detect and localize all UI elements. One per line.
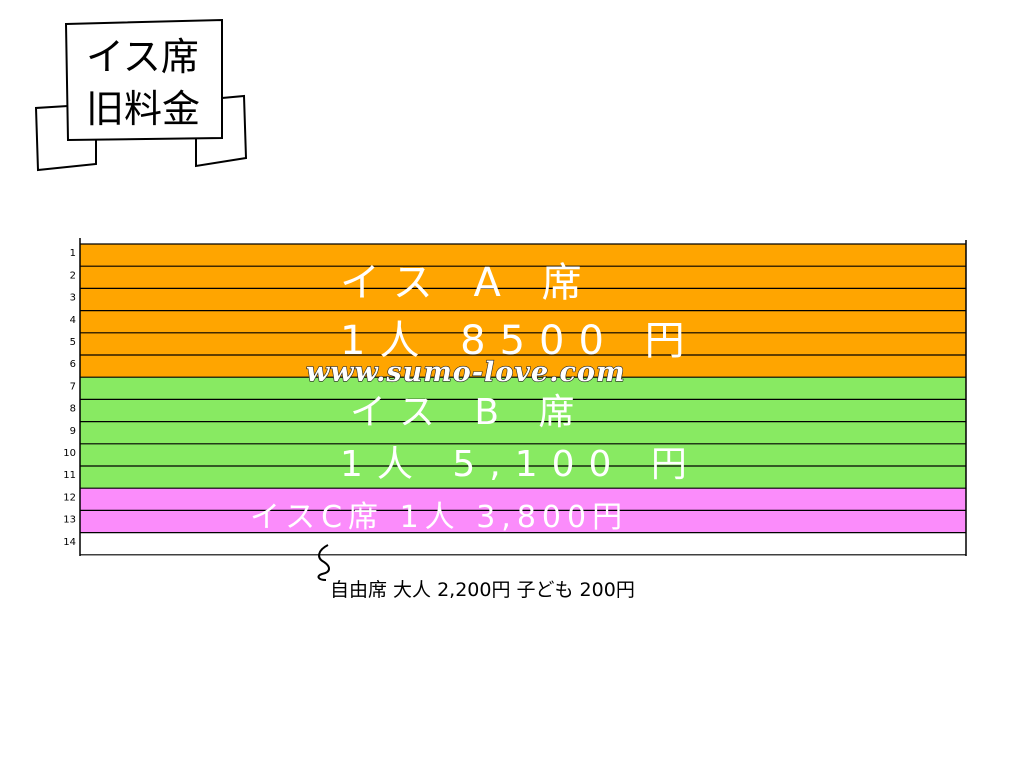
row-number: 13 — [63, 515, 76, 526]
section-a-name: イス A 席 — [340, 260, 596, 306]
row-number: 7 — [70, 381, 76, 392]
row-number: 11 — [63, 470, 76, 481]
title-banner: イス席 旧料金 — [34, 18, 248, 172]
row-number: 6 — [70, 359, 76, 370]
row-number: 8 — [70, 404, 76, 415]
row-number: 12 — [63, 492, 76, 503]
row-number: 5 — [70, 337, 76, 348]
row-number: 2 — [70, 270, 76, 281]
title-line1: イス席 — [86, 35, 199, 79]
watermark: www.sumo-love.com — [306, 357, 626, 388]
free-seat-arrow — [317, 544, 330, 581]
title-line2: 旧料金 — [86, 87, 200, 131]
free-seat-note: 自由席 大人 2,200円 子ども 200円 — [330, 579, 635, 601]
section-b-price: 1人 5,100 円 — [340, 444, 701, 485]
row-lines — [80, 243, 966, 556]
section-a-price: 1人 8500 円 — [340, 318, 699, 364]
section-b-name: イス B 席 — [350, 392, 589, 433]
banner-panel — [64, 18, 223, 142]
row-number: 14 — [63, 537, 76, 548]
row-number: 9 — [70, 426, 76, 437]
row-number: 4 — [70, 315, 76, 326]
section-c-label: イスC席 1人 3,800円 — [250, 500, 628, 535]
row-number: 10 — [63, 448, 76, 459]
row-number: 1 — [70, 248, 76, 259]
section-fill-1 — [80, 377, 966, 489]
row-number: 3 — [70, 293, 76, 304]
